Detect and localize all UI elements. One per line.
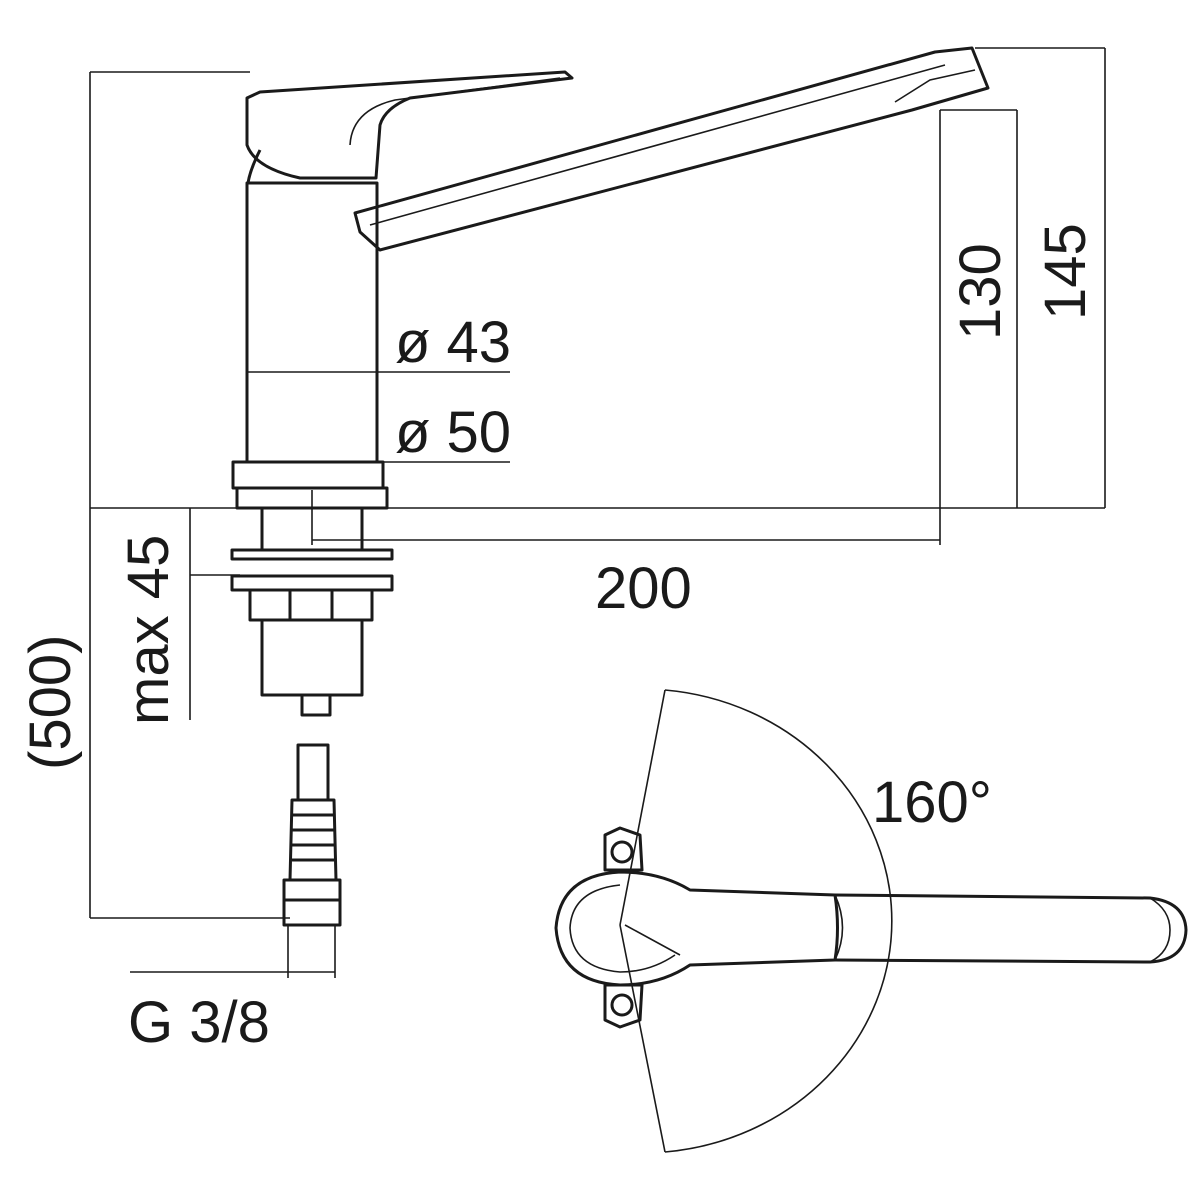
label-diameter-43: ø 43 (395, 310, 511, 375)
spout (353, 46, 990, 252)
lever-handle (245, 70, 574, 180)
hex-nut-top (603, 826, 644, 872)
lever-detail (349, 77, 561, 146)
dimension-lines (89, 47, 1106, 978)
label-thread-g38: G 3/8 (128, 990, 270, 1055)
fixing-nut (248, 588, 374, 622)
label-hose-500: (500) (18, 635, 83, 770)
label-diameter-50: ø 50 (395, 400, 511, 465)
washer-2 (230, 574, 394, 592)
handle-body (554, 870, 839, 987)
spout-detail (369, 64, 976, 226)
hose-stub (300, 693, 332, 717)
label-height-145: 145 (1033, 223, 1098, 320)
label-rotation-160: 160° (872, 770, 992, 835)
label-height-130: 130 (948, 243, 1013, 340)
flex-hose (296, 743, 330, 802)
faucet-side-view (230, 46, 990, 927)
rotation-arc (664, 689, 893, 1153)
label-reach-200: 200 (595, 556, 692, 621)
base-collar (231, 460, 385, 490)
screw-bottom (610, 993, 634, 1017)
label-max-45: max 45 (116, 535, 181, 725)
handle-lever (834, 893, 1188, 964)
hose-fitting (288, 798, 338, 882)
washer-1 (230, 548, 394, 561)
threaded-tube (260, 618, 364, 697)
faucet-top-view (554, 689, 1188, 1153)
screw-top (610, 840, 634, 864)
hose-hex-nut (282, 878, 342, 927)
